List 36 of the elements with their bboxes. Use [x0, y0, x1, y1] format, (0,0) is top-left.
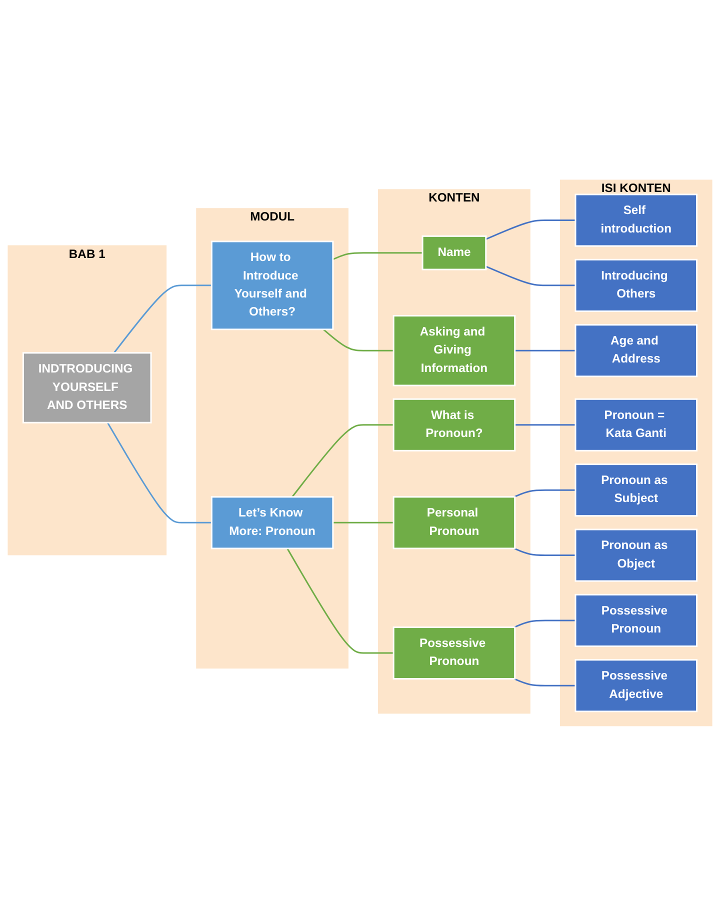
- cluster: [560, 179, 712, 726]
- connector: [514, 547, 576, 556]
- connector: [292, 424, 394, 497]
- node-box: [574, 324, 698, 377]
- cluster: [196, 208, 348, 668]
- node-box: [422, 234, 487, 270]
- node-box: [574, 528, 698, 582]
- node-box: [574, 398, 698, 451]
- connector: [106, 422, 212, 523]
- node-box: [210, 240, 334, 330]
- node-box: [574, 193, 698, 246]
- connector: [322, 328, 394, 351]
- node-box: [392, 496, 516, 549]
- connector: [514, 619, 576, 628]
- node-box: [574, 258, 698, 312]
- connector: [332, 521, 394, 523]
- connector: [514, 678, 576, 686]
- connector: [514, 424, 576, 426]
- connector: [514, 488, 576, 498]
- node-box: [392, 314, 516, 386]
- node-box: [574, 463, 698, 516]
- flowchart-drawing: ISI KONTEN KONTEN MODUL BAB 1 INDTRODUCING YOURSELF AND OTHERS How to Introduce Yourself and Others? Let’s Know More: Pronoun Name Asking and Giving Information What is Pronoun? Personal Pronoun Possessive Pronoun Self introduction Introducing Others Age and Address Pronoun = Kata Ganti Pronoun as Subject Pronoun as Object Possessive Pronoun Possessive Adjective: [2, 174, 718, 732]
- node-box: [392, 398, 516, 451]
- connector: [514, 349, 576, 351]
- connector: [332, 252, 423, 260]
- cluster: [8, 244, 167, 555]
- connector: [486, 265, 576, 286]
- node-box: [574, 658, 698, 712]
- node-box: [392, 626, 516, 680]
- node-box: [210, 496, 334, 549]
- node-box: [574, 593, 698, 647]
- connector: [286, 548, 394, 654]
- node-box: [22, 352, 152, 423]
- connector: [486, 219, 576, 240]
- connector: [113, 284, 212, 353]
- cluster: [378, 188, 530, 714]
